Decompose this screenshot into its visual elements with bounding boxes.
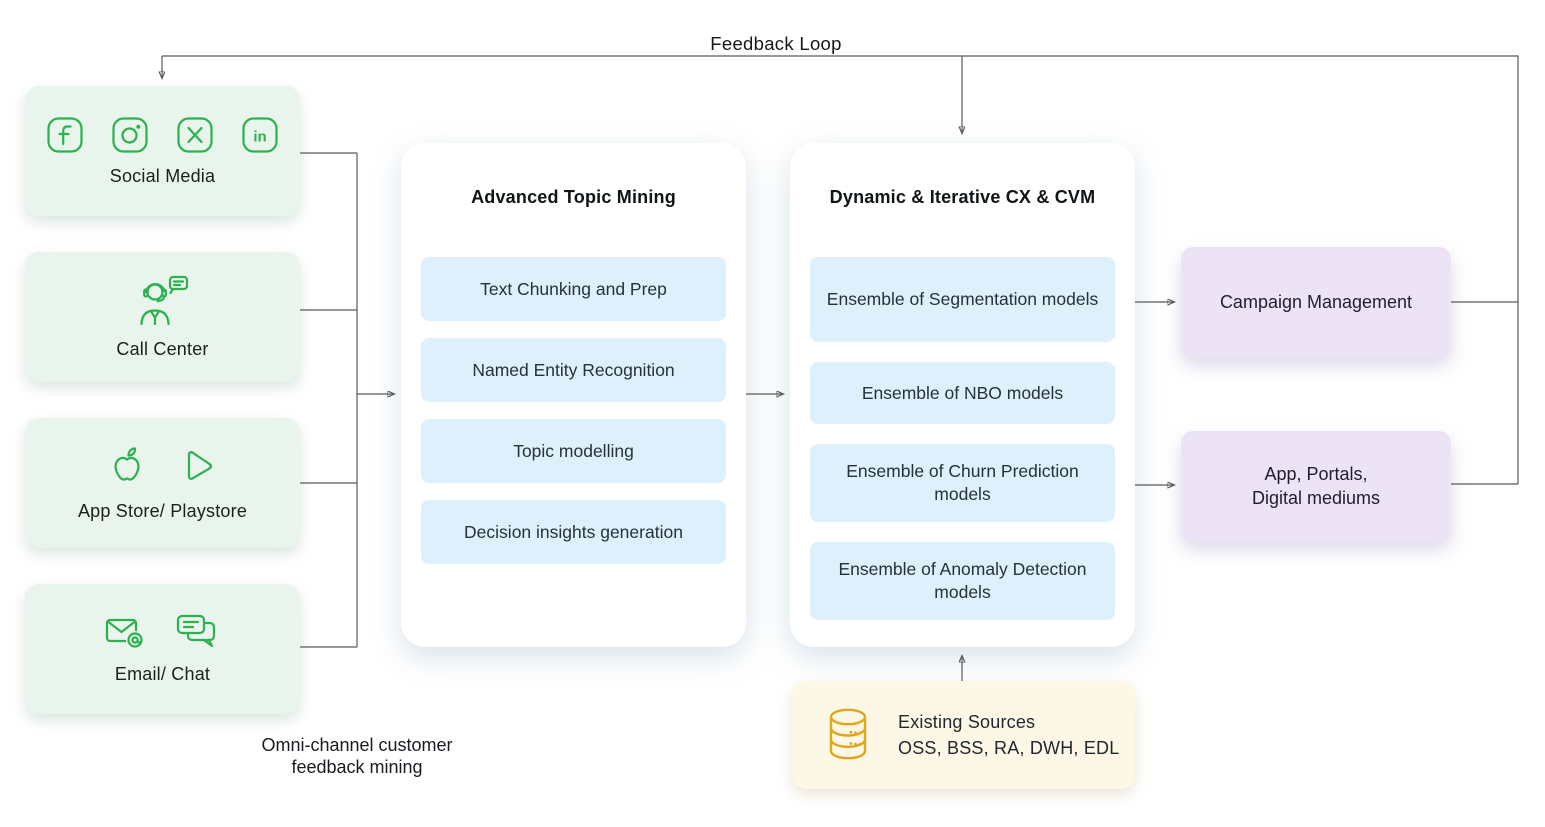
topic-mining-item-decision-insights: Decision insights generation [421, 500, 726, 564]
facebook-icon [47, 117, 83, 153]
existing-sources-card: Existing Sources OSS, BSS, RA, DWH, EDL [792, 681, 1135, 789]
output-card-campaign-management: Campaign Management [1181, 247, 1451, 358]
app-stores-icon-row [104, 444, 221, 490]
output-card-app-portals: App, Portals, Digital mediums [1181, 431, 1451, 542]
cx-item-nbo-models: Ensemble of NBO models [810, 362, 1115, 424]
panel-title-advanced-topic-mining: Advanced Topic Mining [471, 187, 676, 207]
email-at-icon [105, 618, 144, 649]
topic-mining-items: Text Chunking and Prep Named Entity Reco… [421, 257, 726, 581]
output-label-campaign-management: Campaign Management [1219, 291, 1413, 312]
channel-label-app-stores: App Store/ Playstore [77, 501, 248, 521]
panel-dynamic-cx-cvm: Dynamic & Iterative CX & CVM Ensemble of… [790, 143, 1135, 647]
omni-channel-caption: Omni-channel customer feedback mining [228, 735, 486, 779]
email-chat-icon-row [104, 613, 221, 653]
feedback-loop-label: Feedback Loop [710, 33, 842, 54]
channel-card-email-chat: Email/ Chat [25, 584, 300, 714]
panel-title-dynamic-cx-cvm: Dynamic & Iterative CX & CVM [829, 187, 1096, 207]
existing-sources-text: Existing Sources OSS, BSS, RA, DWH, EDL [898, 709, 1119, 761]
linkedin-icon: in [242, 117, 278, 153]
topic-mining-item-ner: Named Entity Recognition [421, 338, 726, 402]
channel-label-social-media: Social Media [109, 166, 216, 186]
channel-card-app-stores: App Store/ Playstore [25, 418, 300, 548]
cx-cvm-items: Ensemble of Segmentation models Ensemble… [810, 257, 1115, 640]
x-twitter-icon [177, 117, 213, 153]
support-agent-icon [139, 275, 188, 326]
omni-channel-caption-line1: Omni-channel customer [261, 735, 453, 755]
apple-icon [114, 447, 140, 481]
chat-bubbles-icon [176, 614, 216, 648]
cx-item-segmentation-models: Ensemble of Segmentation models [810, 257, 1115, 342]
instagram-icon [112, 117, 148, 153]
omni-channel-caption-line2: feedback mining [291, 756, 423, 777]
topic-mining-item-text-chunking: Text Chunking and Prep [421, 257, 726, 321]
panel-advanced-topic-mining: Advanced Topic Mining Text Chunking and … [401, 143, 746, 647]
database-icon [829, 708, 867, 760]
cx-item-churn-prediction-models: Ensemble of Churn Prediction models [810, 444, 1115, 522]
output-label-app-portals-line2: Digital mediums [1251, 487, 1381, 508]
cx-item-anomaly-detection-models: Ensemble of Anomaly Detection models [810, 542, 1115, 620]
topic-mining-item-topic-modelling: Topic modelling [421, 419, 726, 483]
existing-sources-title: Existing Sources [898, 711, 1036, 732]
channel-label-call-center: Call Center [116, 339, 209, 359]
channel-card-social-media: in Social Media [25, 86, 300, 216]
svg-text:in: in [253, 129, 266, 146]
existing-sources-systems: OSS, BSS, RA, DWH, EDL [898, 738, 1120, 758]
channel-card-call-center: Call Center [25, 252, 300, 382]
output-label-app-portals-line1: App, Portals, [1264, 464, 1368, 485]
channel-label-email-chat: Email/ Chat [114, 664, 211, 684]
social-media-icon-row: in [45, 115, 280, 155]
google-play-icon [187, 451, 213, 480]
